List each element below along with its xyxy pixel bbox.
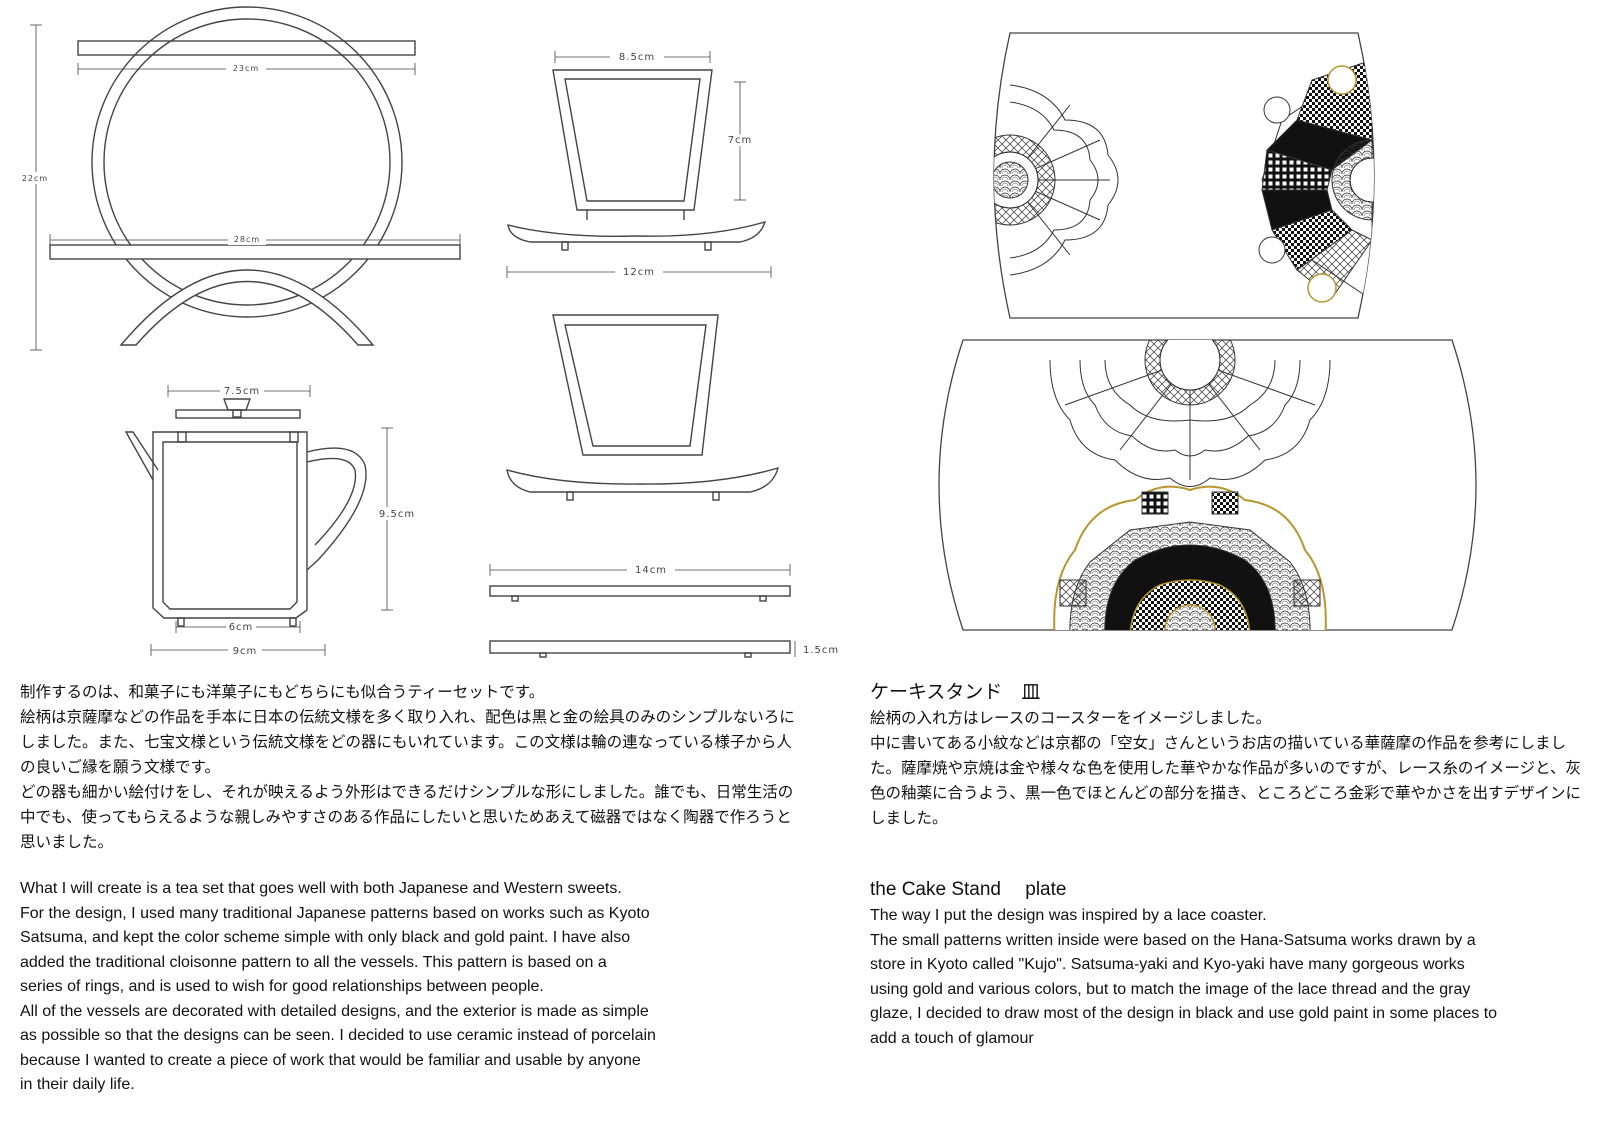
left-en-line: All of the vessels are decorated with de… (20, 1002, 649, 1020)
dim-saucer-width: 12cm (623, 267, 655, 278)
product-drawings: 23cm 28cm 22cm 8.5cm 7cm 12cm (20, 6, 1477, 658)
dim-tray-height: 1.5cm (803, 645, 839, 656)
teapot-drawing (124, 385, 393, 656)
dim-ring-bottom-bar: 28cm (234, 235, 260, 244)
left-en-line: What I will create is a tea set that goe… (20, 880, 622, 897)
dim-cup-height: 7cm (728, 135, 753, 146)
right-en-line: store in Kyoto called "Kujo". Satsuma-ya… (870, 956, 1465, 973)
right-en-line: The small patterns written inside were b… (870, 931, 1476, 949)
left-en-line: because I wanted to create a piece of wo… (20, 1051, 641, 1069)
left-en-line: Satsuma, and kept the color scheme simpl… (20, 929, 631, 946)
left-english-description: What I will create is a tea set that goe… (20, 877, 810, 1098)
right-en-line: glaze, I decided to draw most of the des… (870, 1005, 1498, 1022)
right-en-line: add a touch of glamour (870, 1029, 1034, 1047)
right-japanese-description: ケーキスタンド 皿 絵柄の入れ方はレースのコースターをイメージしました。 中に書… (870, 678, 1590, 831)
cup-saucer-drawing-1 (506, 51, 772, 278)
right-en-heading: the Cake Stand plate (870, 879, 1067, 900)
plate-design-bottom (938, 339, 1477, 631)
left-en-line: in their daily life. (20, 1076, 135, 1093)
dim-teapot-base-width: 6cm (229, 622, 254, 633)
left-jp-paragraph-3: どの器も細かい絵付けをし、それが映えるよう外形はできるだけシンプルな形にしました… (20, 783, 794, 851)
dim-teapot-height: 9.5cm (379, 509, 415, 520)
dim-cup-top-width: 8.5cm (619, 52, 655, 63)
left-en-line: For the design, I used many traditional … (20, 904, 650, 922)
dim-teapot-lid-width: 7.5cm (224, 386, 260, 397)
left-en-line: added the traditional cloisonne pattern … (20, 953, 607, 971)
cup-saucer-drawing-2 (506, 314, 779, 501)
left-jp-paragraph-2: 絵柄は京薩摩などの作品を手本に日本の伝統文様を多く取り入れ、配色は黒と金の絵具の… (20, 708, 795, 776)
plate-design-top (993, 32, 1375, 319)
dim-ring-top-bar: 23cm (233, 64, 259, 73)
left-japanese-description: 制作するのは、和菓子にも洋菓子にもどちらにも似合うティーセットです。 絵柄は京薩… (20, 680, 795, 855)
left-en-line: series of rings, and is used to wish for… (20, 978, 544, 995)
right-jp-paragraph-1: 絵柄の入れ方はレースのコースターをイメージしました。 (870, 709, 1272, 727)
right-english-description: the Cake Stand plate The way I put the d… (870, 876, 1585, 1051)
dim-ring-height: 22cm (22, 174, 48, 183)
left-en-line: as possible so that the designs can be s… (20, 1027, 656, 1044)
left-jp-paragraph-1: 制作するのは、和菓子にも洋菓子にもどちらにも似合うティーセットです。 (20, 683, 545, 701)
ring-stand-drawing (30, 6, 461, 351)
dim-tray-width: 14cm (635, 565, 667, 576)
right-jp-paragraph-2: 中に書いてある小紋などは京都の「空女」さんというお店の描いている華薩摩の作品を参… (870, 734, 1581, 827)
dim-teapot-bottom-width: 9cm (233, 646, 258, 657)
right-jp-heading: ケーキスタンド 皿 (870, 681, 1041, 703)
tray-drawing (489, 564, 796, 658)
right-en-line: using gold and various colors, but to ma… (870, 980, 1471, 998)
right-en-line: The way I put the design was inspired by… (870, 907, 1267, 924)
